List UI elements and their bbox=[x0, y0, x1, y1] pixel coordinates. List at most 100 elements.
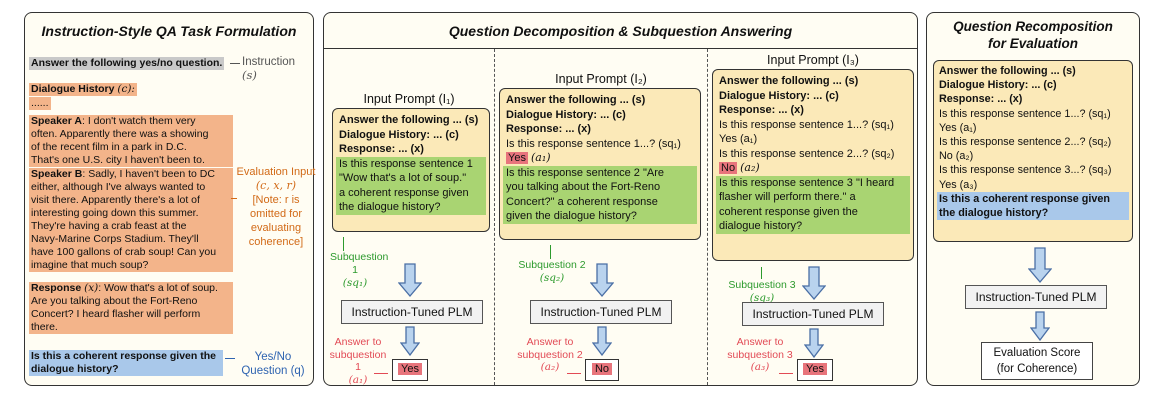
eval-input-line: (c, x, r) bbox=[255, 179, 297, 192]
prompt-line-text: Response: ... (x) bbox=[506, 123, 591, 135]
subq-tick-2 bbox=[550, 245, 551, 259]
eval-input-line: evaluating bbox=[250, 222, 302, 234]
dialogue-symbol: (c): bbox=[117, 83, 135, 95]
down-arrow-icon bbox=[398, 263, 422, 297]
speaker-b-line: imagine that much soup? bbox=[31, 259, 149, 271]
yesno-line: Question (q) bbox=[241, 365, 305, 377]
panel-title: Question Decomposition & Subquestion Ans… bbox=[448, 23, 793, 39]
score-line: Evaluation Score bbox=[993, 347, 1081, 359]
prompt-line: Is this response sentence 2...? (sq₂) bbox=[719, 147, 895, 160]
eval-input-line: coherence] bbox=[248, 236, 304, 248]
answer-label-line: Answer to bbox=[334, 336, 382, 348]
subq-label-line: (sq₂) bbox=[539, 272, 565, 284]
speaker-a-name: Speaker A bbox=[31, 115, 82, 127]
subq-line: Is this response sentence 1 bbox=[339, 157, 473, 170]
prompt-line-text: Response: ... (x) bbox=[339, 143, 424, 155]
prompt-line-text: Dialogue History: ... (c) bbox=[719, 89, 839, 102]
prompt-answer-line: No (a₂) bbox=[719, 161, 907, 176]
down-arrow-icon bbox=[802, 266, 826, 300]
speaker-b-line: interesting going down this summer. bbox=[31, 207, 199, 219]
prompt-line: Yes (a₃) bbox=[939, 178, 978, 191]
answer-value: Yes bbox=[398, 363, 422, 375]
down-arrow-icon bbox=[592, 326, 612, 356]
speaker-a-line: of the recent film in a park in D.C. bbox=[31, 141, 187, 153]
prompt-line-text: Response: ... (x) bbox=[719, 104, 804, 116]
answer-label-line: (a₃) bbox=[750, 361, 770, 373]
prompt-answer-line: Yes (a₁) bbox=[506, 151, 694, 166]
answer-label-2: Answer to subquestion 2 (a₂) bbox=[514, 336, 586, 374]
column-separator bbox=[494, 49, 495, 385]
prompt-line: Yes (a₁) bbox=[719, 133, 758, 145]
eval-input-connector bbox=[231, 198, 237, 199]
prompt-line: Is this response sentence 1...? (sq₁) bbox=[719, 118, 894, 131]
subq-line: coherent response given the bbox=[719, 205, 858, 218]
prompt-line: Dialogue History: ... (c) bbox=[339, 128, 483, 143]
answer-label-line: (a₂) bbox=[540, 361, 560, 373]
prompt-line: Response: ... (x) bbox=[939, 92, 1127, 106]
prev-answer-symbol: (a₁) bbox=[531, 151, 551, 164]
eval-input-line: Evaluation Input bbox=[236, 166, 316, 178]
subq-line: Concert?" a coherent response bbox=[506, 195, 658, 208]
input-prompt-2: Answer the following ... (s) Dialogue Hi… bbox=[499, 88, 701, 240]
instruction-label: Instruction (s) bbox=[242, 56, 313, 82]
subq-label-line: (sq₁) bbox=[342, 277, 368, 289]
prompt-line-text: Answer the following ... (s) bbox=[339, 114, 479, 126]
plm-box-1: Instruction-Tuned PLM bbox=[341, 300, 483, 324]
subquestion-label-1: Subquestion 1 (sq₁) bbox=[330, 251, 389, 290]
answer-connector bbox=[779, 373, 793, 374]
subq-label-line: (sq₃) bbox=[749, 292, 775, 304]
speaker-b-line-0: Speaker B: Sadly, I haven't been to DC bbox=[31, 168, 231, 181]
prompt-line: Yes (a₁) bbox=[939, 121, 977, 134]
eval-input-label: Evaluation Input (c, x, r) [Note: r is o… bbox=[233, 165, 319, 249]
down-arrow-icon bbox=[1028, 247, 1052, 283]
panel-decomposition: Question Decomposition & Subquestion Ans… bbox=[323, 12, 918, 386]
answer-label-line: (a₁) bbox=[348, 373, 368, 386]
dialogue-header-text: Dialogue History bbox=[31, 83, 115, 95]
answer-label-line: Answer to bbox=[526, 336, 574, 348]
prompt-line: Is this response sentence 2...? (sq₂) bbox=[939, 136, 1112, 149]
speaker-b-line: They're having a crab feast at the bbox=[31, 220, 187, 232]
response-line: Are you talking about the Fort-Reno bbox=[31, 295, 198, 307]
prompt-line: Response: ... (x) bbox=[719, 103, 907, 118]
eval-input-line: [Note: r is bbox=[252, 194, 300, 206]
eval-input-line: omitted for bbox=[250, 208, 302, 220]
yesno-line: Yes/No bbox=[254, 351, 292, 363]
answer-label-line: subquestion 3 bbox=[727, 348, 793, 361]
speaker-b-line: either, although I've always wanted to bbox=[31, 181, 206, 193]
prompt-line: Is this response sentence 1...? (sq₁) bbox=[506, 137, 681, 150]
answer-label-1: Answer to subquestion 1 (a₁) bbox=[326, 336, 390, 386]
subq-line: you talking about the Fort-Reno bbox=[506, 181, 661, 193]
response-line: there. bbox=[31, 321, 58, 333]
subq-label-line: Subquestion 1 bbox=[330, 251, 389, 276]
answer-box-1: Yes bbox=[392, 359, 428, 381]
prompt-title-2: Input Prompt (I₂) bbox=[555, 72, 647, 86]
question-line: dialogue history? bbox=[31, 363, 119, 375]
prompt-line: Dialogue History: ... (c) bbox=[506, 108, 694, 123]
panel-task-formulation: Instruction-Style QA Task Formulation An… bbox=[24, 12, 315, 386]
instruction-label-text: Instruction bbox=[242, 56, 296, 68]
input-prompt-3: Answer the following ... (s) Dialogue Hi… bbox=[712, 69, 914, 261]
yes-no-question: Is this a coherent response given the di… bbox=[29, 350, 223, 376]
panel-title-rule bbox=[324, 48, 917, 49]
prompt-line: Is this response sentence 3...? (sq₃) bbox=[939, 164, 1112, 177]
prompt-line: Dialogue History: ... (c) bbox=[939, 78, 1127, 92]
prompt-line-text: Answer the following ... (s) bbox=[939, 65, 1076, 77]
prompt-line: Answer the following ... (s) bbox=[506, 93, 694, 108]
subquestion-label-3: Subquestion 3 (sq₃) bbox=[726, 279, 798, 305]
evaluation-score-box: Evaluation Score (for Coherence) bbox=[981, 342, 1093, 380]
answer-label-line: subquestion 1 bbox=[329, 348, 387, 374]
prev-answer-symbol: (a₂) bbox=[740, 161, 760, 174]
subq-label-line: Subquestion 3 bbox=[728, 279, 796, 291]
prompt-line-text: Response: ... (x) bbox=[939, 93, 1023, 106]
prompt-title-3: Input Prompt (I₃) bbox=[767, 53, 859, 67]
instruction-connector bbox=[230, 63, 240, 64]
down-arrow-icon bbox=[804, 328, 824, 358]
final-question-line: Is this a coherent response given bbox=[939, 192, 1111, 205]
subq-tick-1 bbox=[343, 237, 344, 251]
plm-box-final: Instruction-Tuned PLM bbox=[965, 285, 1107, 309]
subq-line: a coherent response given bbox=[339, 186, 469, 199]
panel-recomposition: Question Recomposition for Evaluation An… bbox=[926, 12, 1140, 386]
prev-answer: Yes bbox=[506, 152, 528, 164]
response-line: Concert? I heard flasher will perform bbox=[31, 308, 201, 320]
prompt-title-1: Input Prompt (I₁) bbox=[363, 92, 455, 106]
